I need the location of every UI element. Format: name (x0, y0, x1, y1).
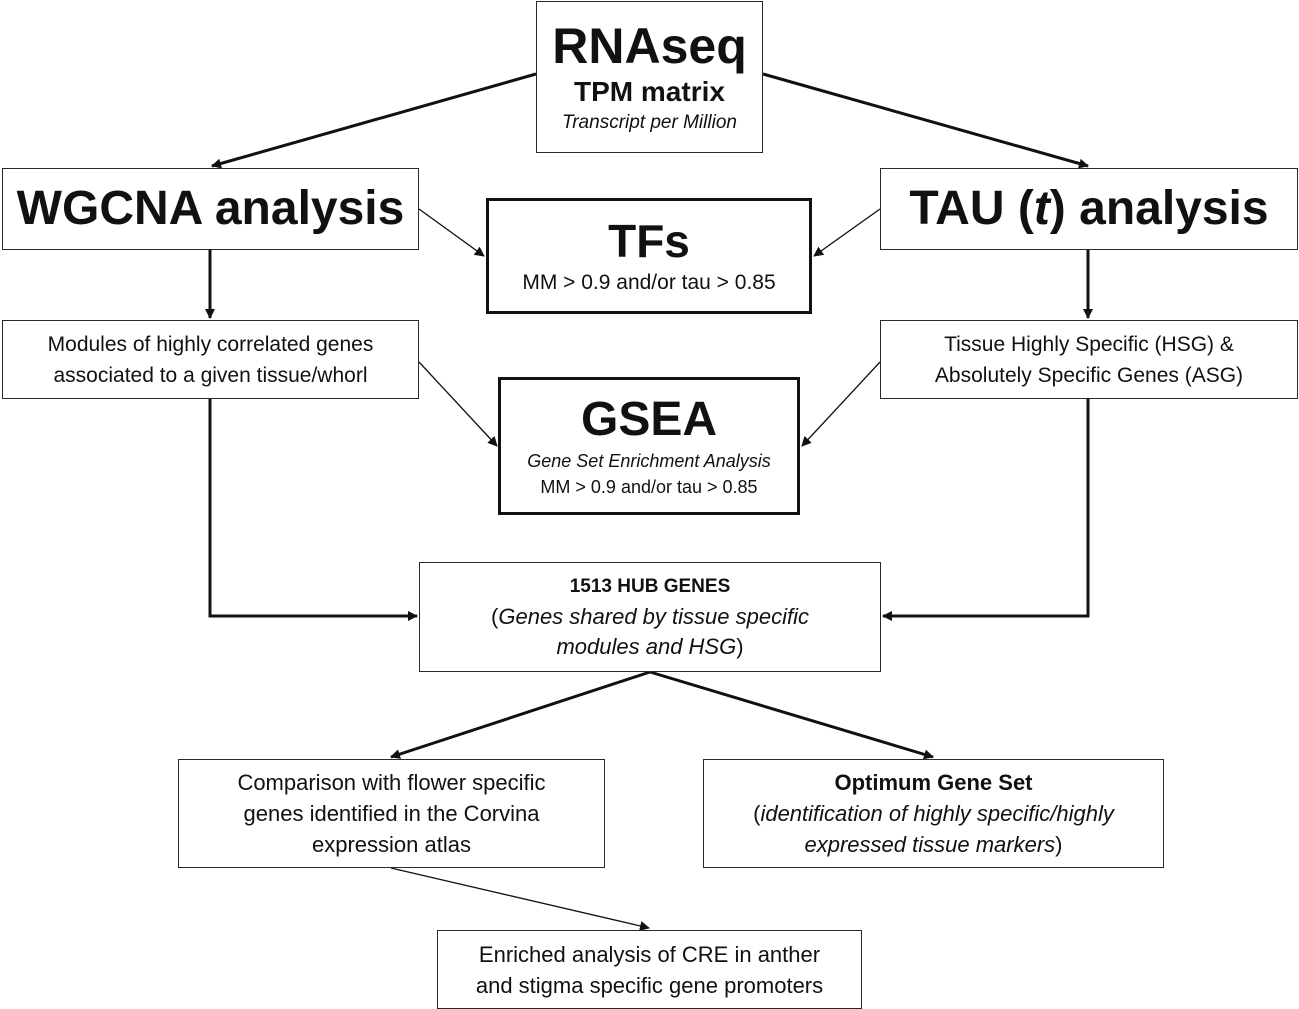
wgcna-title: WGCNA analysis (16, 182, 405, 235)
tau-title-prefix: TAU ( (909, 182, 1034, 235)
optimum-line-3-text: expressed tissue markers (804, 832, 1056, 857)
arrow-hub-to-comparison (390, 670, 651, 759)
rnaseq-box: RNAseq TPM matrix Transcript per Million (536, 1, 763, 153)
hub-genes-box: 1513 HUB GENES (Genes shared by tissue s… (419, 562, 881, 672)
hub-open-paren: ( (491, 604, 499, 629)
hub-title: 1513 HUB GENES (569, 576, 731, 597)
hub-line-3-text: modules and HSG (556, 634, 737, 659)
comparison-box: Comparison with flower specific genes id… (178, 759, 605, 868)
optimum-close-paren: ) (1055, 832, 1063, 857)
optimum-title: Optimum Gene Set (834, 770, 1033, 795)
tau-box: TAU (t) analysis (880, 168, 1298, 250)
tfs-title: TFs (608, 215, 690, 267)
cre-line-2: and stigma specific gene promoters (475, 972, 824, 998)
hub-line-2-text: Genes shared by tissue specific (498, 604, 809, 629)
gsea-subtitle: Gene Set Enrichment Analysis (527, 451, 771, 471)
wgcna-box: WGCNA analysis (2, 168, 419, 250)
optimum-line-2: (identification of highly specific/highl… (753, 798, 1114, 829)
comparison-line-1: Comparison with flower specific (237, 770, 546, 795)
tfs-criteria: MM > 0.9 and/or tau > 0.85 (522, 271, 776, 294)
arrow-hsg-to-gsea (801, 361, 881, 447)
tau-title-suffix: ) analysis (1049, 182, 1269, 235)
arrow-rnaseq-to-wgcna (211, 72, 537, 169)
arrow-wgcna-to-tfs (418, 208, 485, 257)
arrow-rnaseq-to-tau (762, 72, 1089, 169)
tau-title: TAU (t) analysis (909, 181, 1268, 237)
arrow-hsg-to-hub (882, 399, 1090, 621)
rnaseq-subtitle: TPM matrix (574, 76, 725, 107)
arrow-comparison-to-cre (390, 867, 650, 931)
comparison-line-2: genes identified in the Corvina (243, 801, 540, 826)
optimum-line-3: expressed tissue markers) (805, 829, 1063, 860)
comparison-line-3: expression atlas (312, 832, 471, 857)
gsea-title: GSEA (580, 393, 718, 446)
gsea-box: GSEA Gene Set Enrichment Analysis MM > 0… (498, 377, 800, 515)
hsg-line-2: Absolutely Specific Genes (ASG) (934, 363, 1244, 387)
hsg-box: Tissue Highly Specific (HSG) & Absolutel… (880, 320, 1298, 399)
hub-close-paren: ) (736, 634, 744, 659)
arrow-modules-to-hub (208, 399, 418, 621)
rnaseq-title: RNAseq (552, 18, 747, 74)
arrow-tau-to-tfs (813, 208, 881, 257)
optimum-gene-set-box: Optimum Gene Set (identification of high… (703, 759, 1164, 868)
arrow-hub-to-optimum (649, 670, 934, 760)
modules-line-1: Modules of highly correlated genes (47, 332, 374, 356)
cre-line-1: Enriched analysis of CRE in anther (478, 941, 821, 967)
modules-box: Modules of highly correlated genes assoc… (2, 320, 419, 399)
hub-line-2: (Genes shared by tissue specific (491, 602, 809, 632)
arrow-modules-to-gsea (418, 361, 498, 447)
tfs-box: TFs MM > 0.9 and/or tau > 0.85 (486, 198, 812, 314)
hsg-line-1: Tissue Highly Specific (HSG) & (944, 332, 1234, 356)
rnaseq-note: Transcript per Million (562, 112, 737, 133)
cre-box: Enriched analysis of CRE in anther and s… (437, 930, 862, 1009)
gsea-criteria: MM > 0.9 and/or tau > 0.85 (540, 477, 758, 497)
hub-line-3: modules and HSG) (556, 632, 743, 662)
optimum-open-paren: ( (753, 801, 761, 826)
modules-line-2: associated to a given tissue/whorl (53, 363, 368, 387)
tau-symbol: t (1033, 182, 1050, 235)
optimum-line-2-text: identification of highly specific/highly (760, 801, 1114, 826)
